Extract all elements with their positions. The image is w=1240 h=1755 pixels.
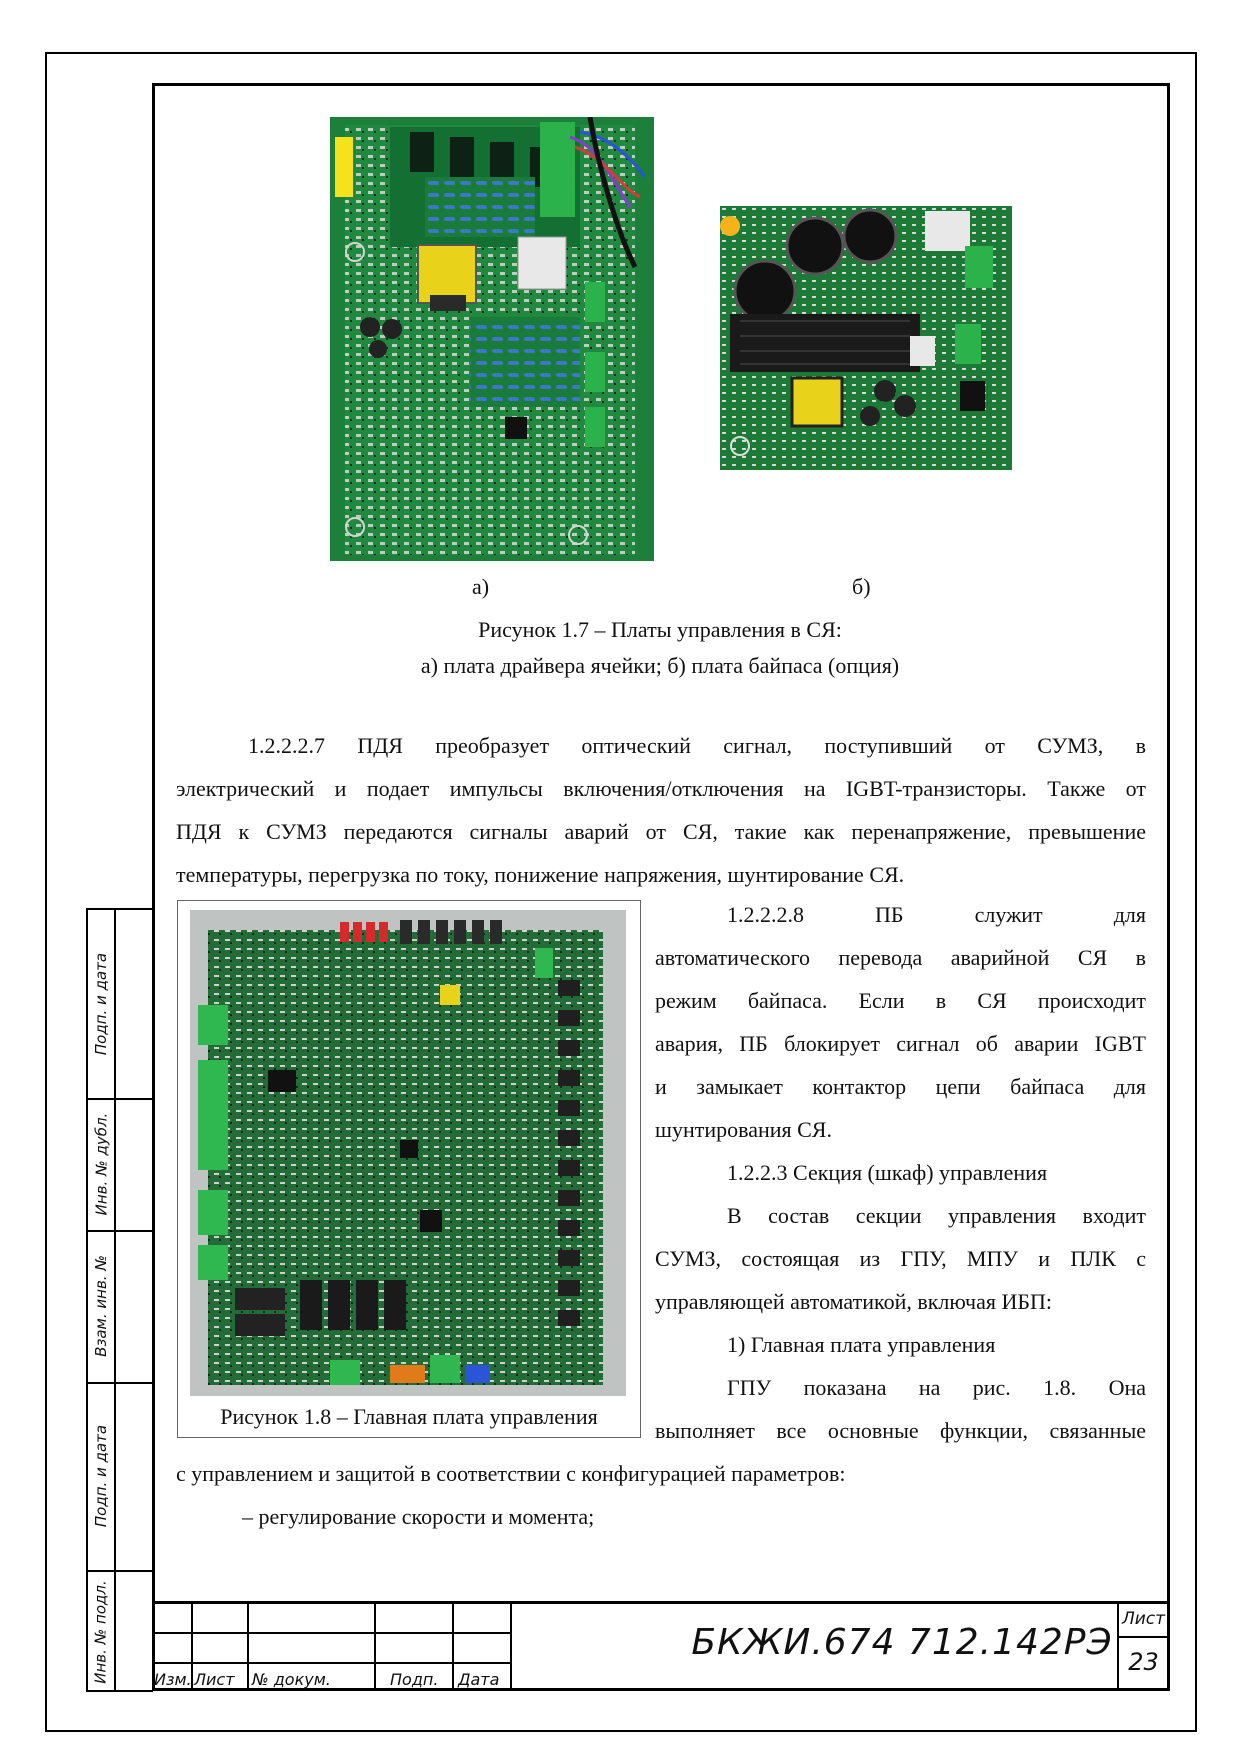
col-izm: Изм. — [154, 1670, 192, 1689]
text-line: шунтирования СЯ. — [655, 1117, 832, 1142]
paragraph-1-2-2-2-7: 1.2.2.2.7 ПДЯ преобразует оптический сиг… — [176, 724, 1146, 896]
stamp-replacement-inventory: Взам. инв. № — [92, 1255, 110, 1357]
text-line: режим байпаса. Если в СЯ происходит — [655, 988, 1146, 1013]
section-heading-1-2-2-3: 1.2.2.3 Секция (шкаф) управления — [727, 1160, 1048, 1185]
title-block: Изм. Лист № докум. Подп. Дата БКЖИ.674 7… — [152, 1601, 1170, 1691]
text-line: выполняет все основные функции, связанны… — [655, 1418, 1146, 1443]
text-line: температуры, перегрузка по току, понижен… — [176, 862, 905, 887]
text-line: управляющей автоматикой, включая ИБП: — [655, 1289, 1052, 1314]
text-line: 1.2.2.2.7 ПДЯ преобразует оптический сиг… — [248, 733, 1146, 758]
figure-1-7-caption-line-2: а) плата драйвера ячейки; б) плата байпа… — [420, 653, 900, 678]
paragraph-continuation: с управлением и защитой в соответствии с… — [176, 1452, 1146, 1538]
paragraph-1-2-2-2-8: 1.2.2.2.8 ПБ служит для автоматического … — [655, 893, 1146, 1452]
text-line: ГПУ показана на рис. 1.8. Она — [727, 1375, 1146, 1400]
col-doc-number: № докум. — [252, 1670, 331, 1689]
text-line: и замыкает контактор цепи байпаса для — [655, 1074, 1146, 1099]
col-date: Дата — [458, 1670, 500, 1689]
drawing-frame — [152, 83, 1170, 1691]
bullet-item: – регулирование скорости и момента; — [242, 1504, 595, 1529]
col-signature: Подп. — [390, 1670, 439, 1689]
figure-1-8-caption: Рисунок 1.8 – Главная плата управления — [220, 1404, 598, 1429]
cell-driver-board-photo — [330, 117, 654, 561]
text-line: ПДЯ к СУМЗ передаются сигналы аварий от … — [176, 819, 1146, 844]
bypass-board-photo — [720, 206, 1012, 470]
text-line: электрический и подает импульсы включени… — [176, 776, 1146, 801]
sheet-number: 23 — [1128, 1648, 1159, 1676]
side-stamp: Подп. и дата Инв. № дубл. Взам. инв. № П… — [86, 908, 153, 1692]
text-line: авария, ПБ блокирует сигнал об аварии IG… — [655, 1031, 1146, 1056]
figure-label-a: а) — [472, 574, 490, 599]
text-line: СУМЗ, состоящая из ГПУ, МПУ и ПЛК с — [655, 1246, 1146, 1271]
list-item: 1) Главная плата управления — [727, 1332, 996, 1357]
document-code: БКЖИ.674 712.142РЭ — [691, 1622, 1113, 1663]
text-line: 1.2.2.2.8 ПБ служит для — [727, 902, 1146, 927]
text-line: автоматического перевода аварийной СЯ в — [655, 945, 1146, 970]
stamp-sign-date-1: Подп. и дата — [92, 952, 110, 1056]
stamp-sign-date-2: Подп. и дата — [92, 1424, 110, 1528]
figure-1-7-caption-line-1: Рисунок 1.7 – Платы управления в СЯ: — [478, 617, 842, 642]
sheet-label: Лист — [1121, 1609, 1166, 1629]
col-list: Лист — [194, 1670, 235, 1689]
figure-label-b: б) — [852, 574, 871, 599]
text-line: В состав секции управления входит — [727, 1203, 1146, 1228]
stamp-original-inventory: Инв. № подл. — [92, 1580, 111, 1684]
stamp-duplicate-inventory: Инв. № дубл. — [92, 1112, 111, 1216]
text-line: с управлением и защитой в соответствии с… — [176, 1461, 846, 1486]
outer-frame — [45, 52, 1197, 1732]
main-control-board-photo — [190, 910, 626, 1396]
